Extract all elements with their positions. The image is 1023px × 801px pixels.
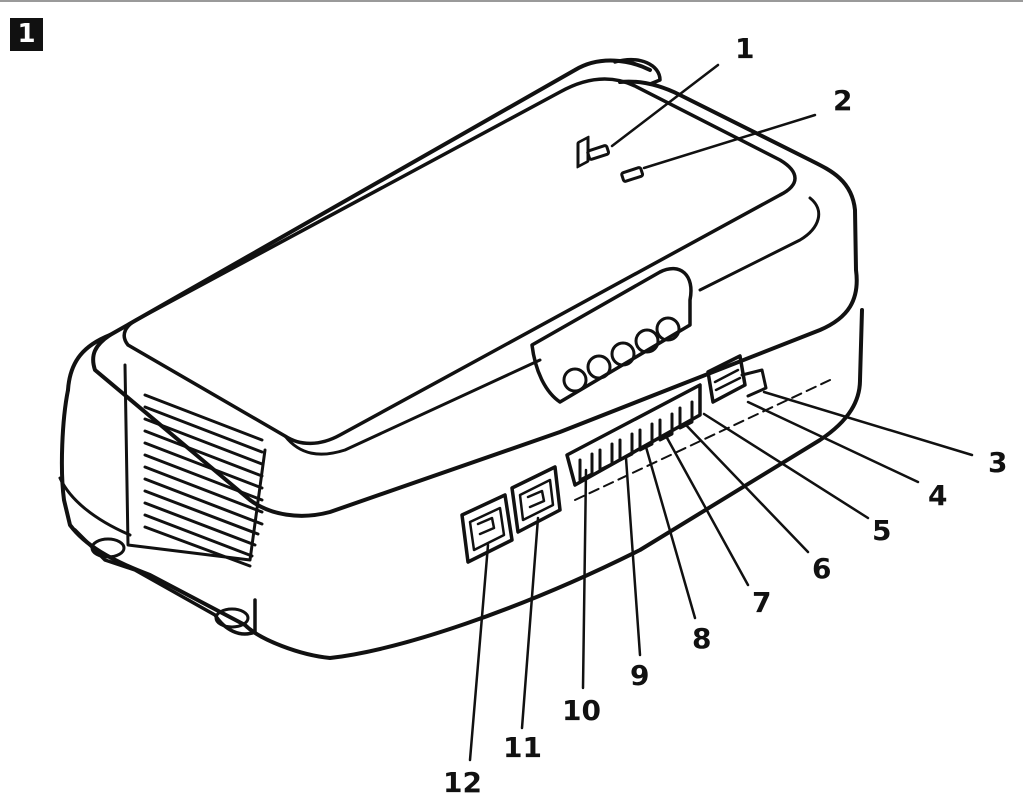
callout-5: 5 [872,514,891,547]
mounting-hole-left [90,537,126,559]
lid-step [283,358,542,456]
callout-1: 1 [735,32,754,65]
connector-block [565,383,702,487]
rj-port-12 [460,493,514,564]
lid-step-right [698,196,821,292]
callout-9: 9 [630,659,649,692]
terminal-window [530,266,693,404]
small-connector-clip [740,368,768,398]
rj-port-11 [510,465,562,534]
body-base [59,308,864,660]
callout-8: 8 [692,622,711,655]
figure-number-badge: 1 [10,18,43,51]
callout-12: 12 [443,766,482,799]
small-connector [706,354,747,404]
top-rule [0,0,1023,2]
callout-4: 4 [928,479,947,512]
callout-3: 3 [988,446,1007,479]
mounting-ear-top [613,58,662,86]
callout-10: 10 [562,694,601,727]
mounting-foot [73,528,257,636]
lid-top [122,77,797,446]
body-side-left [66,58,652,392]
housing-outline [91,79,859,518]
terminal-screws [562,316,681,393]
callout-labels: 1 2 3 4 5 6 7 8 9 10 11 12 [443,32,1007,799]
callout-11: 11 [503,731,542,764]
led-2 [620,166,645,183]
leader-lines [468,63,974,762]
rj-port-11-inner [518,478,555,522]
callout-2: 2 [833,84,852,117]
vent-grille [123,363,267,568]
dashed-guide [574,379,831,501]
callout-7: 7 [752,586,771,619]
body-lower-edge [58,476,132,537]
small-connector-lines [713,368,742,392]
rj-port-12-inner [468,506,506,552]
mounting-hole-bottom [214,607,250,629]
led-1 [586,144,611,161]
callout-6: 6 [812,552,831,585]
connector-slots [576,135,590,169]
